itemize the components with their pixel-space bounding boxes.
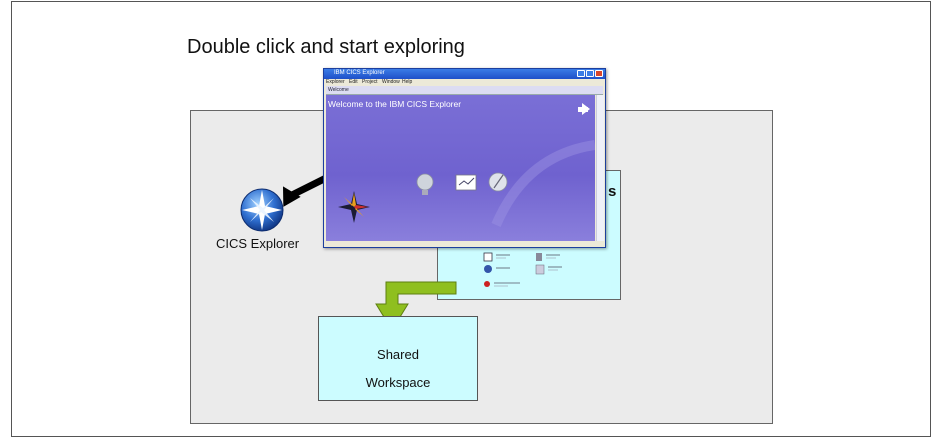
maximize-button[interactable]: [586, 70, 594, 77]
whats-new-pen-icon: [488, 172, 508, 192]
welcome-graphics: [338, 103, 595, 227]
status-bar: [326, 241, 603, 247]
menu-explorer[interactable]: Explorer: [326, 79, 345, 85]
cics-explorer-label: CICS Explorer: [216, 236, 300, 251]
window-titlebar[interactable]: IBM CICS Explorer: [324, 69, 605, 79]
shared-workspace-line2: Workspace: [365, 375, 431, 390]
minimize-button[interactable]: [577, 70, 585, 77]
shared-workspace-box: Shared Workspace: [318, 316, 478, 401]
welcome-page: Welcome to the IBM CICS Explorer: [326, 95, 595, 241]
close-button[interactable]: [595, 70, 603, 77]
welcome-heading: Welcome to the IBM CICS Explorer: [328, 99, 462, 109]
menu-help[interactable]: Help: [402, 79, 413, 85]
shared-workspace-line1: Shared: [377, 347, 419, 362]
slide-title: Double click and start exploring: [187, 36, 465, 58]
menu-bar: Explorer Edit Project Window Help: [324, 79, 605, 86]
tutorials-chart-icon: [455, 174, 477, 191]
menu-window[interactable]: Window: [382, 79, 400, 85]
workspace-preview-edge-text: s: [608, 183, 617, 200]
window-title: IBM CICS Explorer: [334, 70, 385, 76]
compass-rose-icon: [338, 191, 370, 223]
menu-edit[interactable]: Edit: [349, 79, 358, 85]
workspace-preview-icons: [483, 252, 562, 287]
tab-bar: Welcome: [326, 86, 603, 95]
overview-globe-icon: [416, 173, 434, 195]
explorer-window: IBM CICS Explorer Explorer Edit Project …: [323, 68, 606, 248]
workbench-arrow-icon: [578, 103, 590, 115]
tab-welcome[interactable]: Welcome: [328, 87, 349, 93]
vertical-scrollbar[interactable]: [596, 95, 604, 241]
menu-project[interactable]: Project: [362, 79, 378, 85]
cics-explorer-icon[interactable]: [238, 186, 286, 234]
